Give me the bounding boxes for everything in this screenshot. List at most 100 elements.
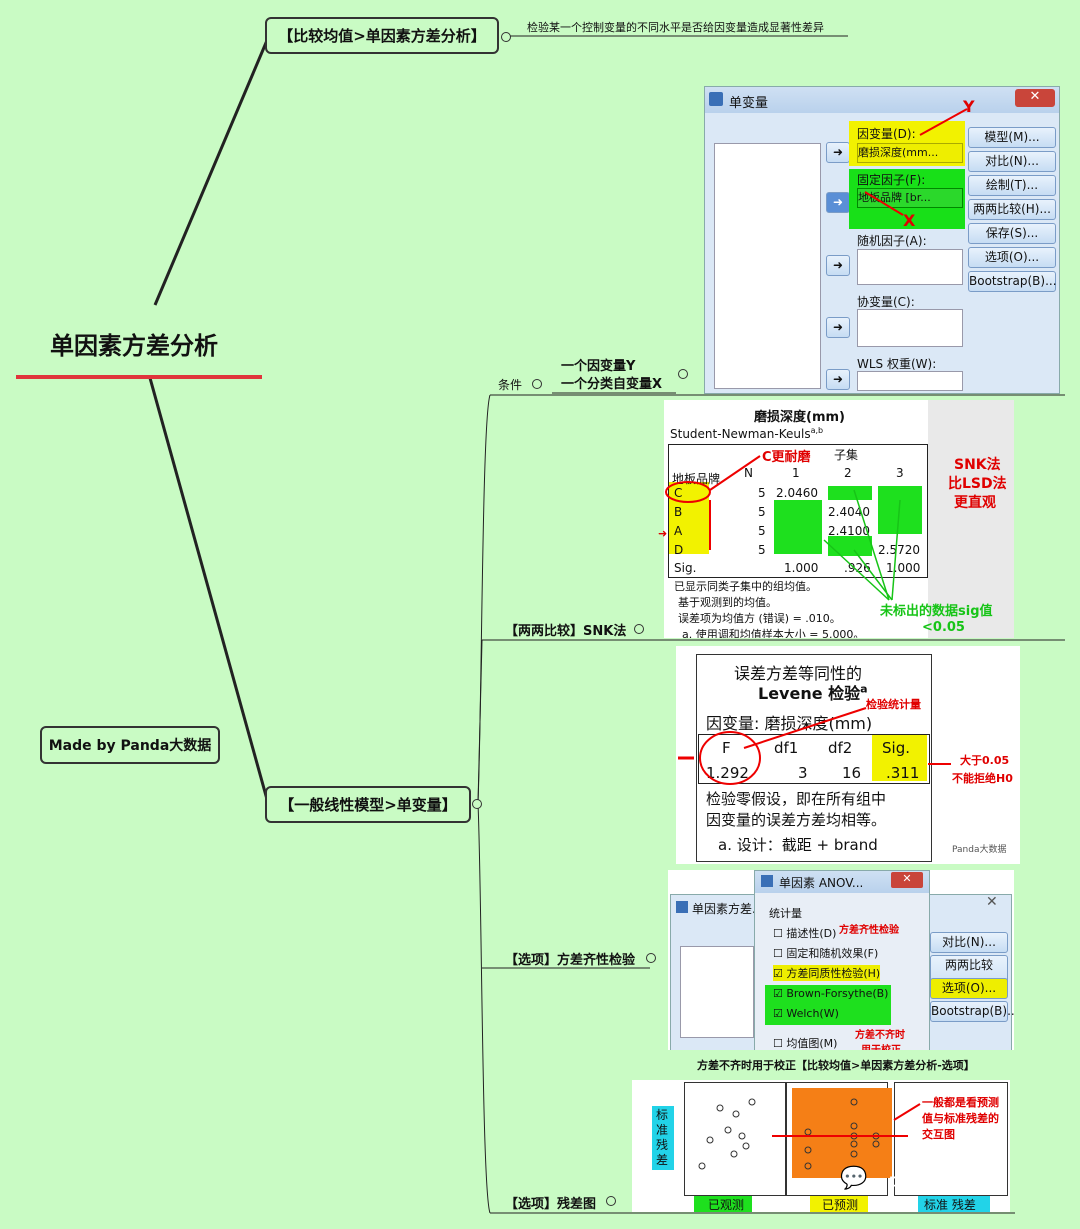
snk-footnote-2: 基于观测到的均值。: [678, 596, 777, 609]
checkbox-means-plot[interactable]: ☐ 均值图(M): [773, 1037, 838, 1050]
snk-row-n: 5: [758, 486, 766, 500]
levene-title-1: 误差方差等同性的: [734, 664, 863, 683]
wls-weight-field[interactable]: [857, 371, 963, 391]
model-button[interactable]: 模型(M)...: [968, 127, 1056, 148]
save-button[interactable]: 保存(S)...: [968, 223, 1056, 244]
oneway-back-title: 单因素方差...: [692, 902, 764, 916]
dependent-field[interactable]: 磨损深度(mm...: [857, 143, 963, 163]
annotation-snk-3: 更直观: [954, 495, 996, 511]
branch-compare-means[interactable]: 【比较均值>单因素方差分析】: [265, 17, 499, 54]
snk-col-subset: 子集: [834, 448, 859, 462]
snk-row-s3: 2.5720: [878, 543, 920, 557]
annotation-snk-1: SNK法: [954, 457, 1001, 473]
wls-weight-label: WLS 权重(W):: [857, 357, 937, 371]
branch-glm-univariate[interactable]: 【一般线性模型>单变量】: [265, 786, 471, 823]
checkbox-descriptive[interactable]: ☐ 描述性(D): [773, 927, 837, 940]
collapse-toggle-icon[interactable]: [532, 379, 542, 389]
collapse-toggle-icon[interactable]: [678, 369, 688, 379]
collapse-toggle-icon[interactable]: [646, 953, 656, 963]
levene-value-f: 1.292: [706, 764, 749, 782]
xlabel-observed: 已观测: [708, 1198, 745, 1212]
checkbox-welch[interactable]: ☑ Welch(W): [773, 1007, 839, 1020]
oneway-variable-list[interactable]: [680, 946, 754, 1038]
snk-table-frame: [668, 444, 928, 578]
pairwise-snk-label[interactable]: 【两两比较】SNK法: [505, 624, 627, 639]
move-arrow-button[interactable]: ➜: [826, 255, 850, 276]
residual-ylabel: 标准残差: [656, 1108, 669, 1167]
annotation-residual-3: 交互图: [922, 1128, 955, 1141]
snk-footnote-3: 误差项为均值方 (错误) = .010。: [678, 612, 841, 625]
close-icon[interactable]: ✕: [891, 872, 923, 888]
annotation-residual-1: 一般都是看预测: [922, 1096, 999, 1109]
bootstrap-button[interactable]: Bootstrap(B)...: [968, 271, 1057, 292]
snk-footnote-1: 已显示同类子集中的组均值。: [674, 580, 817, 593]
condition-label[interactable]: 条件: [498, 378, 523, 392]
dialog-title: 单变量: [729, 96, 769, 111]
posthoc-button[interactable]: 两两比较(H)...: [968, 199, 1056, 220]
xlabel-predicted: 已预测: [822, 1198, 859, 1212]
annotation-greater-than-2: 不能拒绝H0: [952, 772, 1013, 785]
oneway-dialog-screenshot: 单因素方差... ✕ 对比(N)... 两两比较(H)... 选项(O)... …: [668, 870, 1014, 1050]
levene-table: [698, 734, 930, 784]
snk-right-panel: [928, 400, 1014, 638]
dialog-titlebar: 单变量 ✕: [705, 87, 1059, 113]
checkbox-descriptive-label: 描述性(D): [786, 927, 837, 940]
levene-note-3: a. 设计：截距 + brand: [718, 836, 878, 854]
snk-row-brand: C: [674, 486, 683, 500]
branch1-description[interactable]: 检验某一个控制变量的不同水平是否给因变量造成显著性差异: [527, 21, 824, 34]
arrow-marker-icon: ➜: [658, 527, 668, 540]
levene-title-2-text: Levene 检验: [758, 684, 861, 703]
checkbox-brown-forsythe[interactable]: ☑ Brown-Forsythe(B): [773, 987, 889, 1000]
levene-sig-highlight: [872, 735, 927, 781]
collapse-toggle-icon[interactable]: [501, 32, 511, 42]
random-factor-field[interactable]: [857, 249, 963, 285]
annotation-y: Y: [963, 97, 975, 116]
central-topic[interactable]: 单因素方差分析: [50, 332, 218, 360]
collapse-toggle-icon[interactable]: [472, 799, 482, 809]
oneway-titlebar: [755, 871, 929, 893]
source-variable-list[interactable]: [714, 143, 821, 389]
checkbox-brown-forsythe-label: Brown-Forsythe(B): [786, 987, 889, 1000]
snk-subset-3: 3: [896, 466, 904, 480]
condition-line2[interactable]: 一个分类自变量X: [561, 377, 663, 392]
bootstrap-button[interactable]: Bootstrap(B)...: [930, 1001, 1014, 1022]
options-homogeneity-label[interactable]: 【选项】方差齐性检验: [505, 953, 636, 968]
random-factor-label: 随机因子(A):: [857, 234, 927, 248]
credit-node[interactable]: Made by Panda大数据: [40, 726, 220, 764]
close-icon[interactable]: ✕: [1015, 89, 1055, 107]
checkbox-fixed-random[interactable]: ☐ 固定和随机效果(F): [773, 947, 879, 960]
contrast-button[interactable]: 对比(N)...: [930, 932, 1008, 953]
move-arrow-button[interactable]: ➜: [826, 369, 850, 390]
options-residual-label[interactable]: 【选项】残差图: [505, 1197, 597, 1212]
plots-button[interactable]: 绘制(T)...: [968, 175, 1056, 196]
snk-row-brand: D: [674, 543, 684, 557]
levene-header-f: F: [722, 739, 731, 757]
oneway-options-window: 单因素 ANOV... ✕ 统计量 ☐ 描述性(D) ☐ 固定和随机效果(F) …: [754, 870, 930, 1050]
condition-line1[interactable]: 一个因变量Y: [561, 359, 636, 374]
collapse-toggle-icon[interactable]: [606, 1196, 616, 1206]
levene-note-2: 因变量的误差方差均相等。: [706, 811, 887, 829]
annotation-x: X: [903, 211, 916, 230]
covariate-label: 协变量(C):: [857, 295, 915, 309]
snk-brand-highlight: [669, 482, 709, 554]
annotation-arrows: [864, 108, 968, 216]
contrast-button[interactable]: 对比(N)...: [968, 151, 1056, 172]
collapse-toggle-icon[interactable]: [634, 624, 644, 634]
snk-subset-1: 1: [792, 466, 800, 480]
levene-title-2: Levene 检验a: [758, 680, 868, 704]
options-button[interactable]: 选项(O)...: [968, 247, 1056, 268]
residual-ylabel-box: [652, 1106, 674, 1170]
residual-panel-observed: [684, 1082, 786, 1196]
options-button[interactable]: 选项(O)...: [930, 978, 1008, 999]
checkbox-homogeneity[interactable]: ☑ 方差同质性检验(H): [773, 965, 881, 981]
snk-row-brand: B: [674, 505, 683, 519]
snk-subtitle-sup: a,b: [810, 426, 824, 435]
move-arrow-button[interactable]: ➜: [826, 317, 850, 338]
covariate-field[interactable]: [857, 309, 963, 347]
levene-title-sup: a: [860, 682, 868, 696]
levene-header-sig: Sig.: [882, 739, 910, 757]
snk-green-block: [878, 486, 922, 534]
xlabel-residual: 标准 残差: [924, 1198, 976, 1212]
close-icon[interactable]: ✕: [986, 894, 998, 910]
